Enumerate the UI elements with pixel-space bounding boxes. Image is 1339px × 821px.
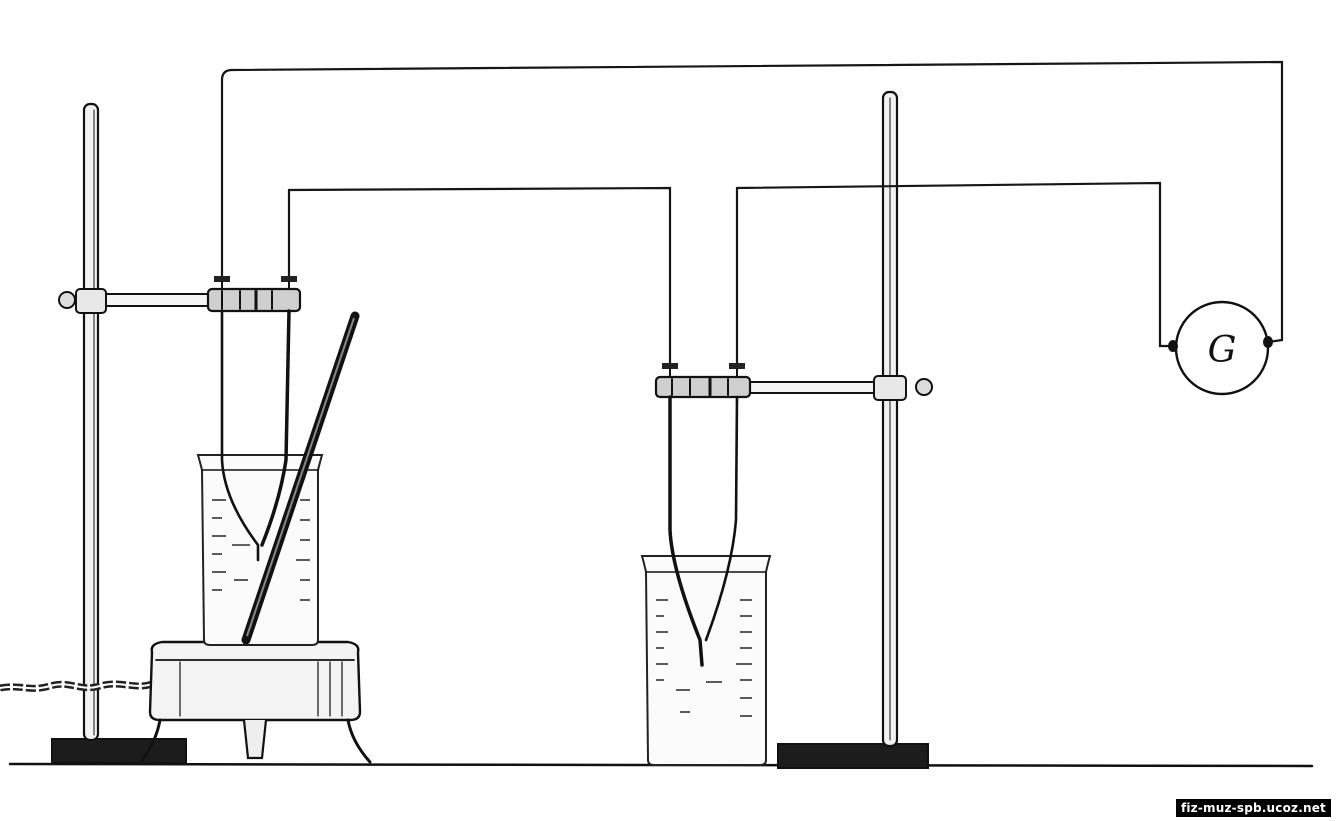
galvanometer: G xyxy=(1168,300,1273,396)
right-retort-stand xyxy=(654,90,933,769)
heater-body xyxy=(148,640,362,722)
heater-leg-right xyxy=(346,718,372,764)
watermark: fiz-muz-spb.ucoz.net xyxy=(1175,799,1331,817)
right-terminal-2 xyxy=(729,363,745,369)
wire-outer xyxy=(220,60,1284,344)
right-clamp-boss xyxy=(873,375,907,401)
wire-inner-left xyxy=(287,186,672,363)
left-terminal-1 xyxy=(214,276,230,282)
wire-inner-right xyxy=(735,181,1172,363)
galvanometer-terminal-left xyxy=(1168,340,1178,352)
heater-leg-middle xyxy=(242,719,268,760)
electric-heater xyxy=(0,640,372,764)
heater-leg-left xyxy=(140,718,162,762)
left-clamp-screw xyxy=(58,291,76,309)
right-clamp-arm xyxy=(747,381,875,394)
galvanometer-label: G xyxy=(1208,330,1237,371)
left-stand-rod xyxy=(82,102,100,742)
right-electrode-holder xyxy=(654,375,752,399)
left-thermocouple-junction xyxy=(220,309,291,562)
left-stand-base xyxy=(51,738,187,764)
left-retort-stand xyxy=(51,102,302,764)
left-terminal-2 xyxy=(281,276,297,282)
left-clamp-boss xyxy=(75,288,107,314)
right-beaker xyxy=(640,555,772,766)
galvanometer-terminal-right xyxy=(1263,336,1273,348)
right-thermocouple-junction xyxy=(668,395,739,667)
thermometer xyxy=(241,311,360,645)
right-clamp-screw xyxy=(915,378,933,396)
left-clamp-arm xyxy=(105,293,213,307)
right-stand-base xyxy=(777,743,929,769)
left-electrode-holder xyxy=(206,287,302,313)
circuit-wires xyxy=(220,60,1284,363)
right-terminal-1 xyxy=(662,363,678,369)
left-beaker xyxy=(196,454,324,646)
